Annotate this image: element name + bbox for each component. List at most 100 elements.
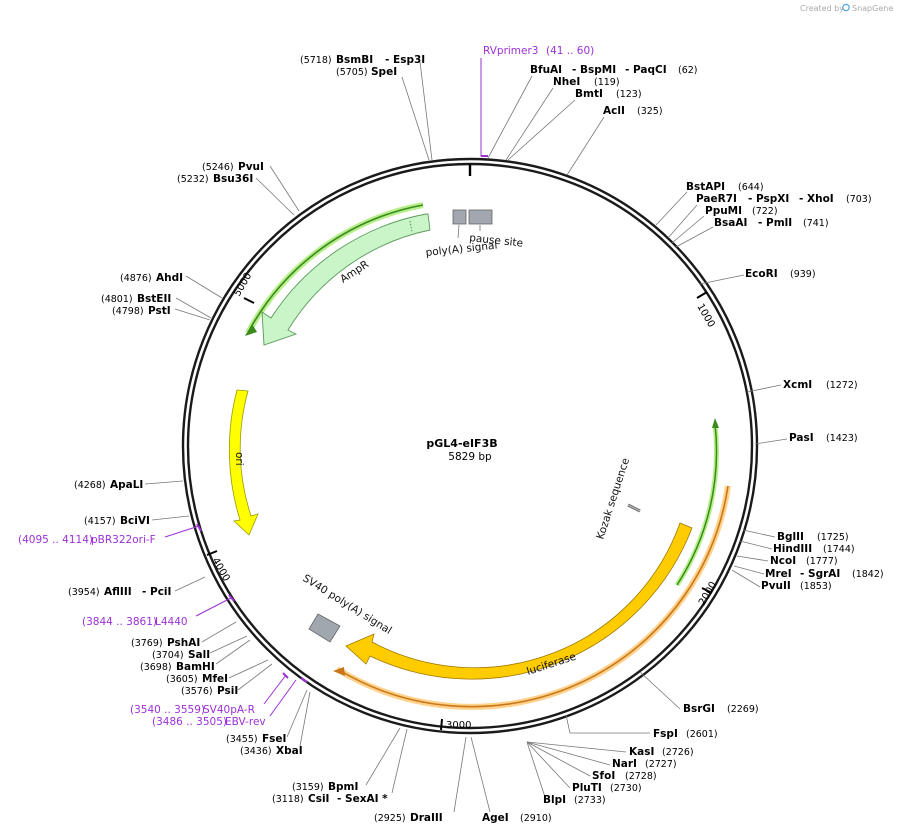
svg-text:- PspXI: - PspXI: [748, 193, 789, 205]
enzyme-sali[interactable]: (3704) SalI: [152, 649, 210, 661]
fspi-leader: [565, 714, 650, 734]
pvuii-pos: (1853): [800, 581, 832, 592]
bmti-pos: (123): [616, 89, 642, 100]
luciferase-feature[interactable]: [345, 522, 693, 680]
primer-pbr322[interactable]: (4095 .. 4114) pBR322ori-F: [18, 523, 202, 546]
enzyme-paer7i[interactable]: PaeR7I - PspXI - XhoI (703): [696, 193, 872, 205]
primer-rvprimer3[interactable]: RVprimer3 (41 .. 60): [480, 45, 594, 157]
enzyme-pvui[interactable]: (5246) PvuI: [202, 161, 264, 173]
enzyme-bsmbi[interactable]: (5718) BsmBI - Esp3I: [300, 54, 425, 66]
enzyme-draiii[interactable]: (2925) DraIII: [374, 812, 443, 824]
enzyme-sfoi[interactable]: SfoI (2728): [592, 770, 657, 782]
enzyme-aflii[interactable]: (3954) AflIII - PciI: [68, 586, 171, 598]
enzyme-agei[interactable]: AgeI (2910): [482, 812, 552, 824]
tick-1000: 1000: [694, 302, 716, 330]
enzyme-bsu36i[interactable]: (5232) Bsu36I: [177, 173, 253, 185]
bpmi-name: BpmI: [328, 781, 358, 793]
xcmi-name: XcmI: [783, 379, 812, 391]
enzyme-ppumi[interactable]: PpuMI (722): [705, 205, 778, 217]
xcmi-leader: [746, 384, 782, 393]
pvui-leader: [269, 165, 300, 212]
ori-feature[interactable]: [228, 389, 259, 536]
tick-2000-mark: [701, 587, 713, 594]
enzyme-bamhi[interactable]: (3698) BamHI: [140, 661, 215, 673]
polya-signal-box[interactable]: [452, 209, 467, 225]
enzyme-bfuai[interactable]: BfuAI - BspMI - PaqCI (62): [530, 64, 698, 76]
aflii-leader: [174, 576, 206, 592]
pshai-leader: [201, 621, 237, 643]
tick-5000-mark: [243, 297, 255, 304]
enzyme-bstapi[interactable]: BstAPI (644): [686, 181, 764, 193]
enzyme-blpi[interactable]: BlpI (2733): [543, 794, 606, 806]
enzyme-csii[interactable]: (3118) CsiI - SexAI *: [272, 793, 388, 805]
draiii-pos: (2925): [374, 813, 406, 824]
draiii-leader: [453, 736, 467, 813]
ppumi-pos: (722): [752, 206, 778, 217]
enzyme-bsaai[interactable]: BsaAI - PmlI (741): [714, 217, 829, 229]
enzyme-pluti[interactable]: PluTI (2730): [572, 782, 642, 794]
enzyme-bglii[interactable]: BglII (1725): [777, 531, 849, 543]
primer-sv40pa[interactable]: (3540 .. 3559) SV40pA-R: [130, 674, 308, 716]
sv40-polya-feature[interactable]: [308, 613, 341, 643]
enzyme-bpmi[interactable]: (3159) BpmI: [292, 781, 358, 793]
ampr-orf-line: [249, 204, 424, 330]
primer-ebvrev[interactable]: (3486 .. 3505) EBV-rev: [152, 672, 297, 728]
ampr-feature[interactable]: [261, 213, 431, 346]
enzyme-spei[interactable]: (5705) SpeI: [336, 66, 397, 78]
csii-pos: (3118): [272, 794, 304, 805]
bpmi-leader: [365, 727, 401, 786]
fspi-pos: (2601): [686, 729, 718, 740]
enzyme-ncoi[interactable]: NcoI (1777): [770, 555, 838, 567]
pause-site-box[interactable]: [468, 209, 493, 225]
enzyme-psii[interactable]: (3576) PsiI: [181, 685, 238, 697]
enzyme-fsei[interactable]: (3455) FseI: [226, 733, 286, 745]
credit-brand: SnapGene: [852, 4, 893, 13]
enzyme-mfei[interactable]: (3605) MfeI: [166, 673, 228, 685]
tick-4000: 4000: [209, 556, 231, 584]
sfoi-name: SfoI: [592, 770, 615, 782]
pause-site-label: pause site: [469, 232, 524, 250]
enzyme-acli[interactable]: AclI (325): [603, 105, 663, 117]
pshai-pos: (3769): [131, 638, 163, 649]
enzyme-ecori[interactable]: EcoRI (939): [745, 268, 816, 280]
enzyme-bcivi[interactable]: (4157) BciVI: [84, 515, 150, 527]
enzyme-kasi[interactable]: KasI (2726): [629, 746, 694, 758]
l4440-range: (3844 .. 3861): [82, 616, 157, 628]
enzyme-mrei[interactable]: MreI - SgrAI (1842): [765, 568, 884, 580]
blpi-leader: [526, 741, 546, 798]
enzyme-nari[interactable]: NarI (2727): [612, 758, 677, 770]
enzyme-apali[interactable]: (4268) ApaLI: [74, 479, 143, 491]
enzyme-psti[interactable]: (4798) PstI: [112, 305, 171, 317]
ecori-name: EcoRI: [745, 268, 778, 280]
enzyme-leaders: [144, 61, 788, 813]
bglii-leader: [742, 529, 776, 538]
enzyme-fspi[interactable]: FspI (2601): [653, 728, 718, 740]
fspi-name: FspI: [653, 728, 678, 740]
bpmi-pos: (3159): [292, 782, 324, 793]
enzyme-hindiii[interactable]: HindIII (1744): [773, 543, 855, 555]
enzyme-nhei[interactable]: NheI (119): [553, 76, 620, 88]
l4440-name: L4440: [155, 616, 188, 628]
enzyme-xcmi[interactable]: XcmI (1272): [783, 379, 858, 391]
enzyme-pasi[interactable]: PasI (1423): [789, 432, 858, 444]
pvuii-name: PvuII: [761, 580, 791, 592]
apali-pos: (4268): [74, 480, 106, 491]
acli-pos: (325): [637, 106, 663, 117]
luc-orf-arrowhead: [333, 667, 345, 676]
primer-l4440[interactable]: (3844 .. 3861) L4440: [82, 594, 235, 628]
enzyme-xbai[interactable]: (3436) XbaI: [240, 745, 303, 757]
kozak-orf-line: [676, 423, 718, 586]
enzyme-bsrgi[interactable]: BsrGI (2269): [683, 703, 759, 715]
nari-pos: (2727): [645, 759, 677, 770]
psii-pos: (3576): [181, 686, 213, 697]
fsei-leader: [286, 689, 308, 738]
enzyme-ahdi[interactable]: (4876) AhdI: [120, 272, 183, 284]
enzyme-bmti[interactable]: BmtI (123): [575, 88, 642, 100]
enzyme-pshai[interactable]: (3769) PshAI: [131, 637, 200, 649]
tick-3000: 3000: [446, 720, 471, 731]
pbr322-range: (4095 .. 4114): [18, 534, 93, 546]
enzyme-bsteii[interactable]: (4801) BstEII: [101, 293, 171, 305]
enzyme-pvuii[interactable]: PvuII (1853): [761, 580, 832, 592]
backbone-outer-ring: [181, 157, 759, 735]
